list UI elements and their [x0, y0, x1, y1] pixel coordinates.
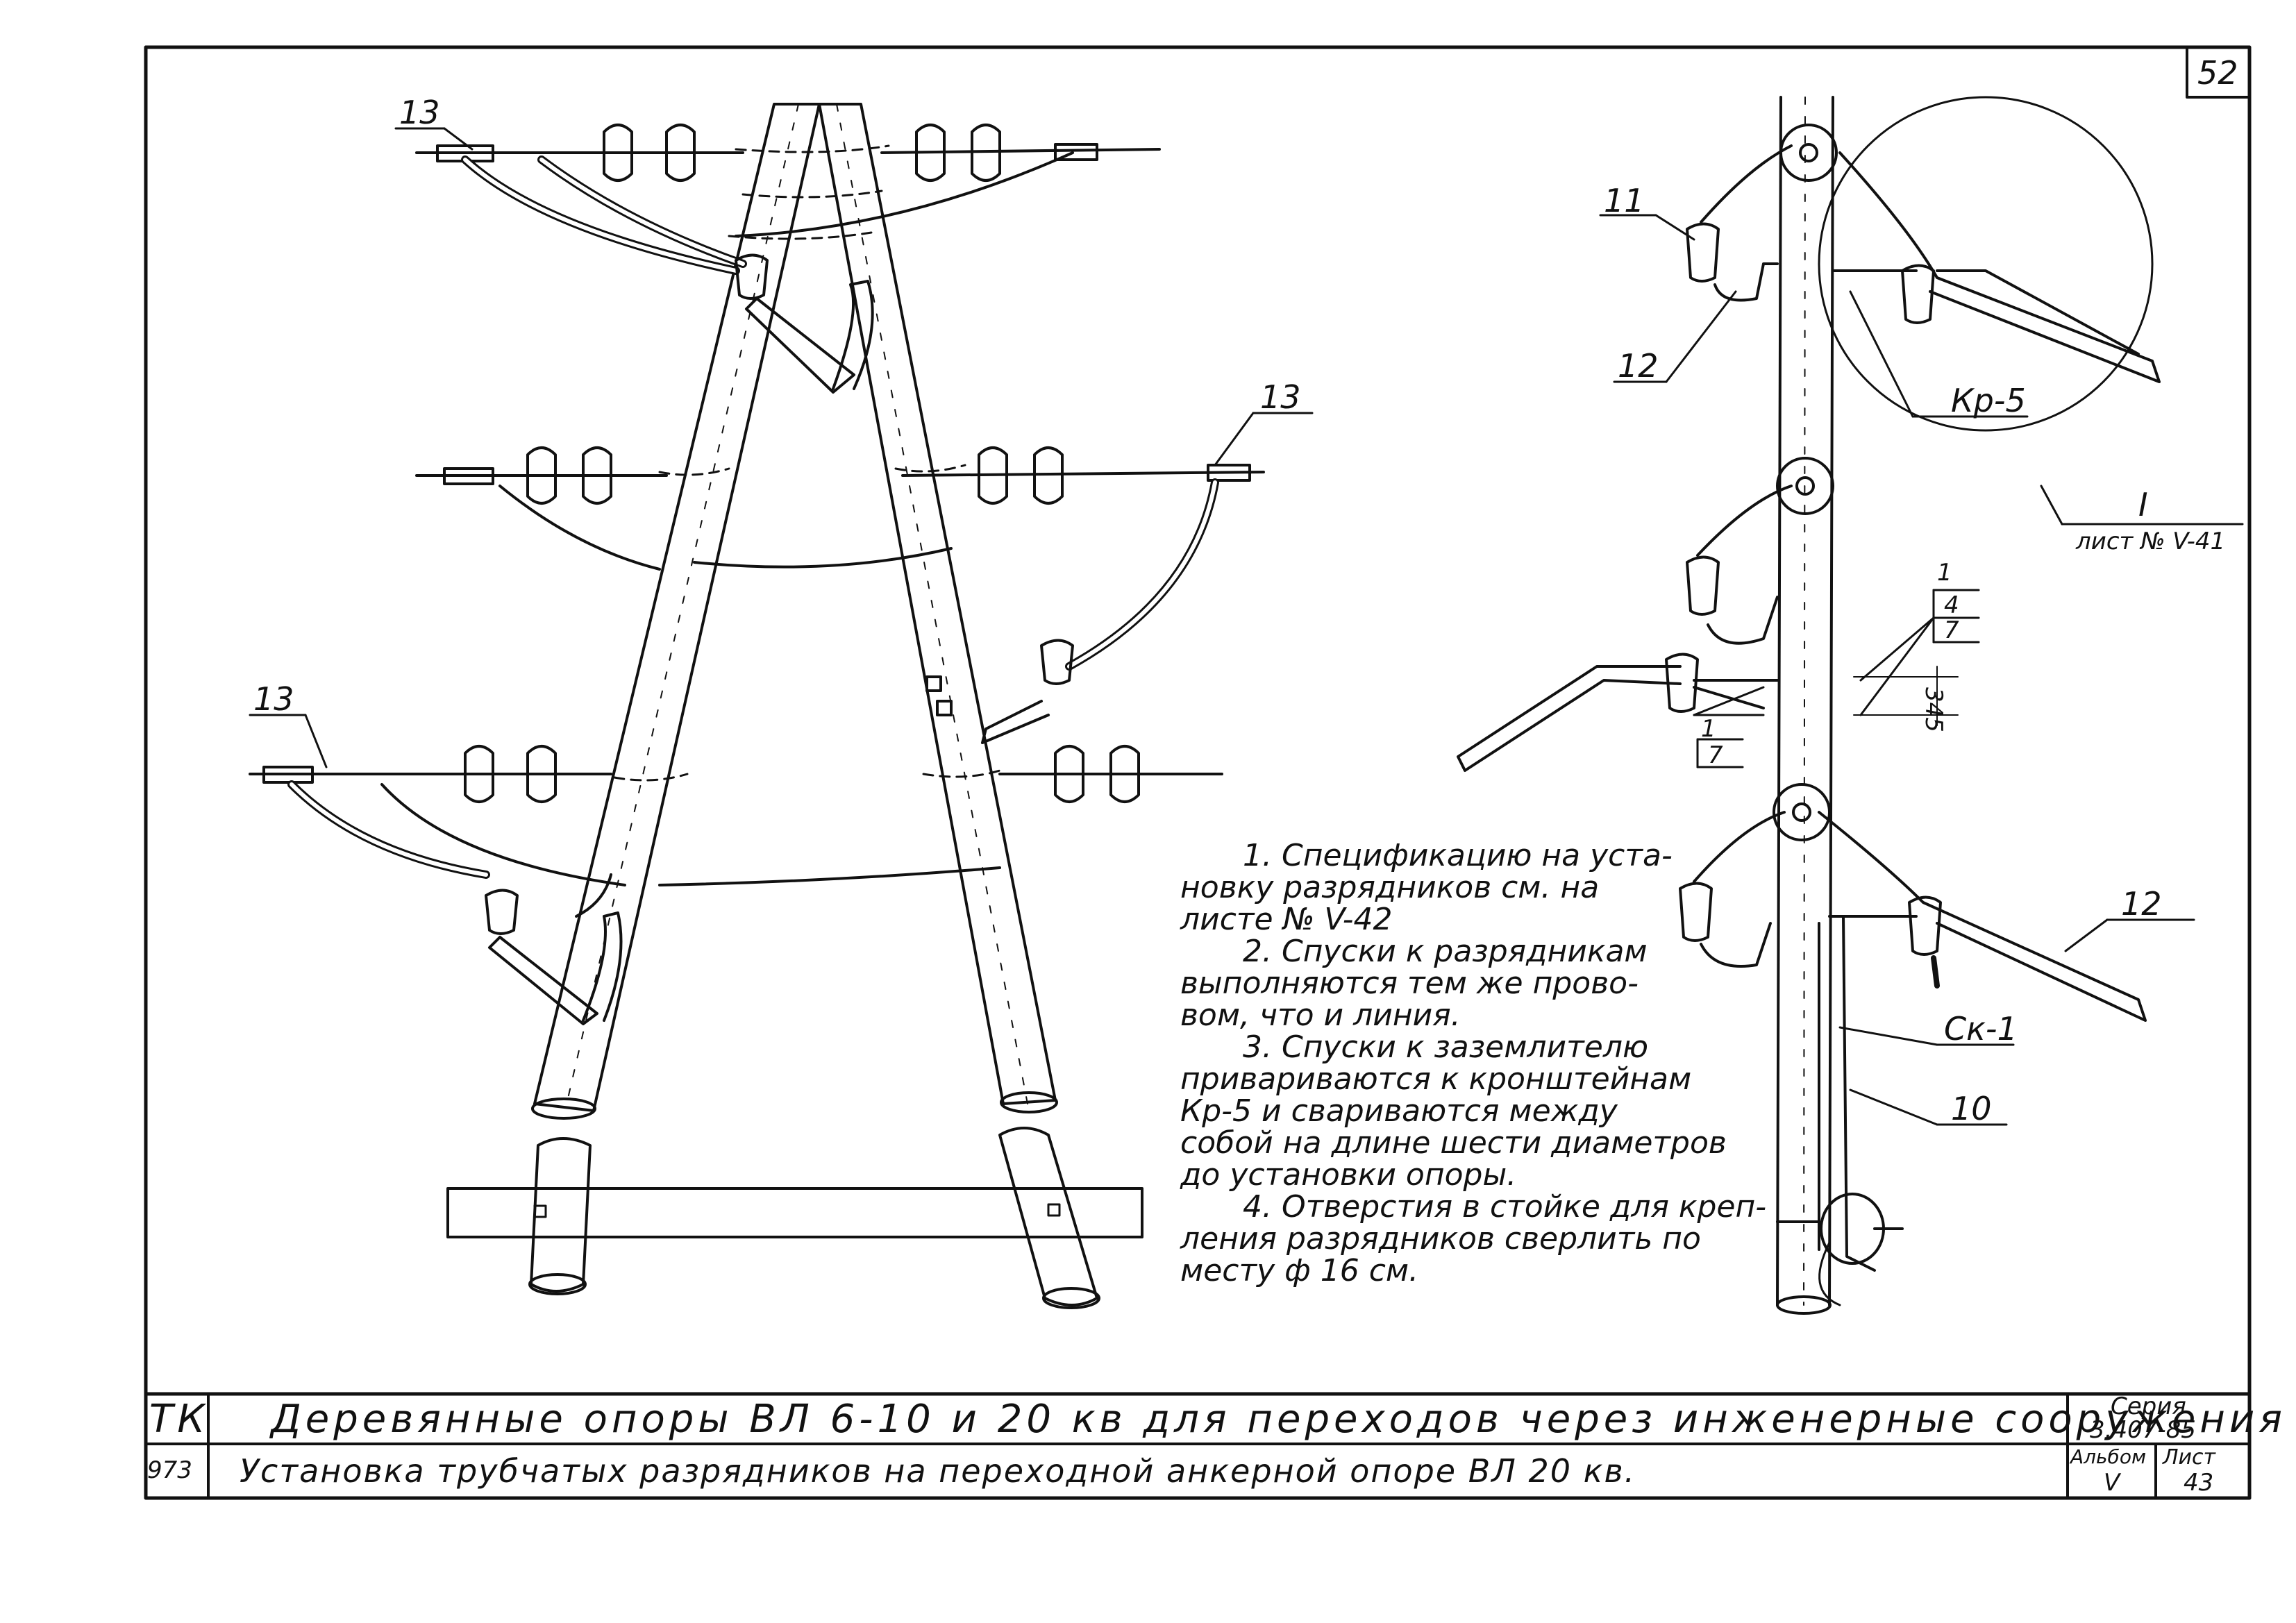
sheet-value: 43	[2184, 1469, 2214, 1497]
note-line: месту ф 16 см.	[1180, 1253, 1419, 1288]
note-line: собой на длине шести диаметров	[1180, 1125, 1727, 1161]
note-line: вом, что и линия.	[1180, 998, 1461, 1033]
detail-circle	[1818, 96, 2154, 432]
note-line: 4. Отверстия в стойке для креп-	[1243, 1189, 1767, 1225]
fraction-top-b: 7	[1944, 616, 1959, 644]
fraction-top-number: 1	[1937, 559, 1952, 587]
callout-kr5: Кр-5	[1951, 382, 2026, 419]
crossarm-bands	[613, 144, 1001, 782]
callout-11: 11	[1604, 182, 1645, 219]
drawing-title: Деревянные опоры ВЛ 6-10 и 20 кв для пер…	[271, 1397, 2286, 1442]
fraction-boxes	[1696, 589, 1980, 768]
arrester-top-aframe	[735, 253, 874, 394]
note-line: 3. Спуски к заземлителю	[1243, 1029, 1649, 1065]
detail-number: I	[2138, 486, 2148, 523]
note-line: Кр-5 и свариваются между	[1180, 1093, 1618, 1129]
drawing-frame	[144, 45, 2252, 1500]
left-stub	[530, 1137, 592, 1293]
callout-12-bottom: 12	[2121, 885, 2162, 923]
leader-lines	[249, 127, 2244, 1126]
ground-beam	[446, 1187, 1143, 1238]
detail-reference: лист № V-41	[2076, 528, 2226, 555]
callout-10: 10	[1951, 1090, 1992, 1127]
callout-13-left: 13	[253, 680, 294, 718]
sheet-label: Лист	[2163, 1445, 2216, 1470]
fraction-bottom-number: 1	[1701, 715, 1716, 743]
fraction-bottom-denominator: 7	[1708, 741, 1723, 769]
note-line: до установки опоры.	[1180, 1157, 1517, 1193]
note-line: выполняются тем же прово-	[1180, 966, 1639, 1001]
fraction-top-a: 4	[1944, 591, 1959, 619]
dimension-345: 345	[1920, 687, 1947, 732]
sheet-number: 52	[2197, 54, 2238, 92]
bottom-insulator-strings	[249, 745, 1223, 918]
drawing-subtitle: Установка трубчатых разрядников на перех…	[240, 1452, 1636, 1490]
note-line: ления разрядников сверлить по	[1180, 1221, 1701, 1256]
title-block-code: ТК	[149, 1397, 209, 1442]
series-value: 3.407-85	[2090, 1416, 2196, 1444]
ground-lead	[1828, 915, 1876, 1272]
arrester-middle-aframe	[925, 639, 1074, 744]
series-label: Серия	[2111, 1393, 2186, 1420]
note-line: привариваются к кронштейнам	[1180, 1061, 1692, 1097]
side-view-pole	[1457, 96, 2161, 1315]
callout-ck1: Ск-1	[1944, 1010, 2018, 1048]
note-line: 1. Спецификацию на уста-	[1243, 838, 1673, 873]
title-block-code-number: 973	[147, 1456, 192, 1484]
top-insulator-strings	[415, 124, 1161, 275]
note-line: новку разрядников см. на	[1180, 870, 1600, 905]
right-leg	[818, 103, 1057, 1105]
callout-12-top: 12	[1618, 347, 1659, 385]
sheet-number-box	[2186, 46, 2251, 99]
callout-13-top: 13	[399, 94, 440, 131]
a-frame-pole	[446, 103, 1143, 1309]
middle-insulator-strings	[415, 446, 1265, 671]
arrester-bottom-aframe	[485, 889, 623, 1025]
right-stub	[998, 1127, 1098, 1306]
note-line: листе № V-42	[1180, 902, 1393, 937]
album-value: V	[2104, 1469, 2120, 1497]
album-label: Альбом	[2070, 1445, 2147, 1468]
note-line: 2. Спуски к разрядникам	[1243, 934, 1648, 969]
callout-13-middle: 13	[1260, 378, 1301, 416]
